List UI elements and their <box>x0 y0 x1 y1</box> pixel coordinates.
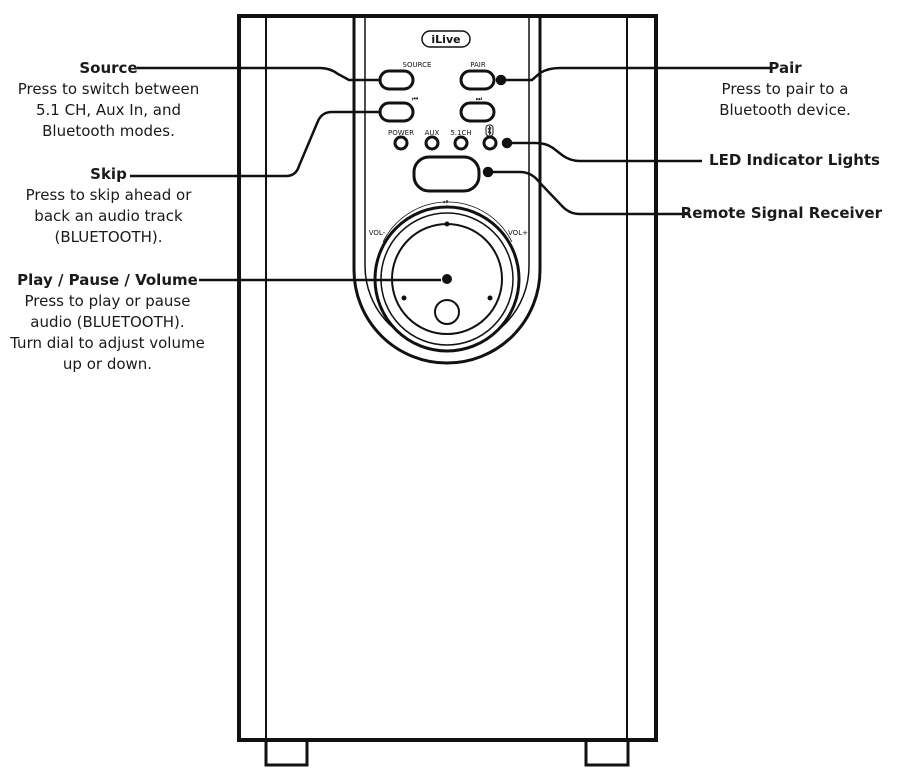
speaker-cabinet <box>237 14 658 767</box>
skip-callout: Skip Press to skip ahead or back an audi… <box>6 164 211 248</box>
aux-led <box>424 135 440 151</box>
next-track-icon: ⏭ <box>476 95 483 103</box>
power-led <box>393 135 409 151</box>
remote-receiver-callout-title: Remote Signal Receiver <box>680 204 882 222</box>
pair-callout-description: Press to pair to a Bluetooth device. <box>719 80 851 119</box>
remote-receiver-callout: Remote Signal Receiver <box>670 203 882 224</box>
ch51-led <box>453 135 469 151</box>
play-pause-volume-callout-title: Play / Pause / Volume <box>17 271 198 289</box>
pair-callout: Pair Press to pair to a Bluetooth device… <box>685 58 885 121</box>
led-indicator-callout: LED Indicator Lights <box>690 150 880 171</box>
source-callout-title: Source <box>79 59 138 77</box>
volume-arc <box>382 201 513 243</box>
pair-button[interactable] <box>459 69 496 91</box>
source-button[interactable] <box>378 69 415 91</box>
bluetooth-icon <box>485 124 494 137</box>
source-callout: Source Press to switch between 5.1 CH, A… <box>6 58 211 142</box>
led-indicator-callout-title: LED Indicator Lights <box>709 151 880 169</box>
aux-led-label: AUX <box>425 129 440 137</box>
skip-callout-description: Press to skip ahead or back an audio tra… <box>25 186 192 246</box>
volume-down-label: VOL- <box>369 229 386 237</box>
previous-track-button[interactable] <box>378 101 415 123</box>
play-pause-volume-callout-description: Press to play or pause audio (BLUETOOTH)… <box>10 292 205 373</box>
pair-callout-title: Pair <box>768 59 802 77</box>
previous-track-icon: ⏮ <box>412 95 418 103</box>
brand-logo: iLive <box>421 30 471 48</box>
remote-signal-receiver <box>412 155 481 193</box>
skip-callout-title: Skip <box>90 165 127 183</box>
bluetooth-led <box>482 135 498 151</box>
next-track-button[interactable] <box>459 101 496 123</box>
volume-up-label: VOL+ <box>508 229 528 237</box>
ch51-led-label: 5.1CH <box>450 129 471 137</box>
leader-lines <box>130 66 772 282</box>
source-button-label: SOURCE <box>403 61 432 69</box>
power-led-label: POWER <box>388 129 414 137</box>
pair-button-label: PAIR <box>470 61 486 69</box>
source-callout-description: Press to switch between 5.1 CH, Aux In, … <box>17 80 200 140</box>
play-pause-volume-callout: Play / Pause / Volume Press to play or p… <box>0 270 215 375</box>
svg-text:iLive: iLive <box>431 33 460 46</box>
